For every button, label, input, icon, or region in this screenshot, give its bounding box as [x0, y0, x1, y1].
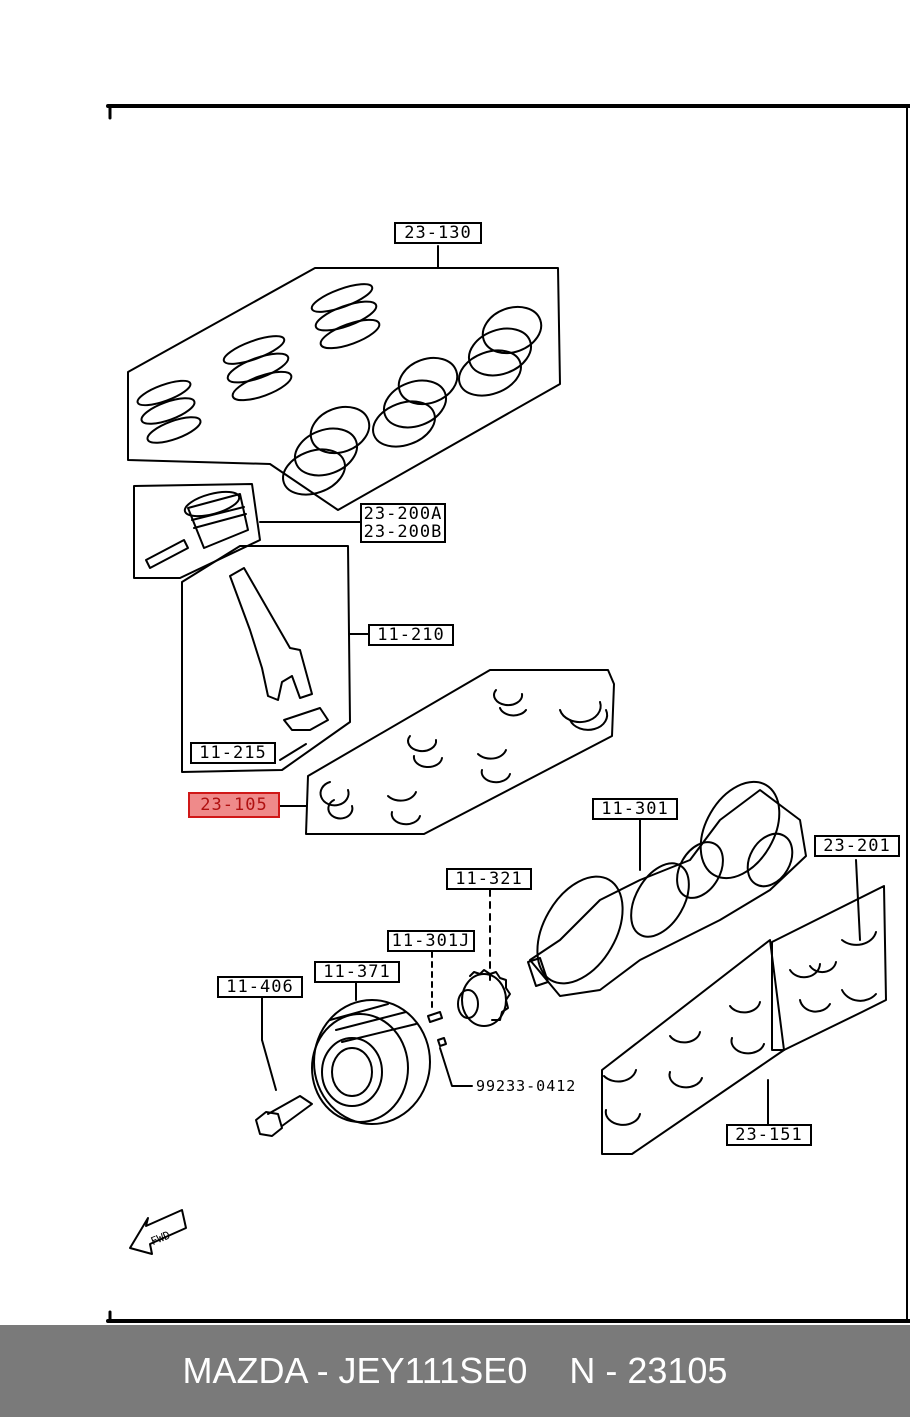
label-pulley-key[interactable]: 99233-0412	[476, 1077, 577, 1095]
piston-ring-set-icon	[127, 245, 561, 511]
label-piston-a[interactable]: 23-200A	[363, 504, 443, 524]
pulley-bolt-icon	[255, 997, 313, 1137]
label-pulley[interactable]: 11-371	[314, 961, 400, 983]
rod-bearing-icon	[279, 669, 615, 835]
label-main-bearing[interactable]: 23-151	[726, 1124, 812, 1146]
label-piston-b[interactable]: 23-200B	[363, 522, 443, 542]
label-piston-ring-set[interactable]: 23-130	[394, 222, 482, 244]
label-crank-gear[interactable]: 11-321	[446, 868, 532, 890]
thrust-bearing-icon	[771, 859, 887, 1051]
main-bearing-icon	[601, 939, 785, 1155]
label-piston-group[interactable]: 23-200A 23-200B	[360, 503, 446, 543]
footer-bar: MAZDA - JEY111SE0 N - 23105	[0, 1325, 910, 1417]
connecting-rod-icon	[181, 545, 369, 773]
label-thrust-bearing[interactable]: 23-201	[814, 835, 900, 857]
fwd-text: FWD	[149, 1229, 172, 1248]
crankshaft-icon	[527, 780, 807, 997]
label-rod-bolt[interactable]: 11-215	[190, 742, 276, 764]
label-crank-key[interactable]: 11-301J	[387, 930, 475, 952]
piston-icon	[133, 483, 361, 579]
label-pulley-bolt[interactable]: 11-406	[217, 976, 303, 998]
pulley-icon	[311, 981, 431, 1125]
label-rod-bearing-highlighted[interactable]: 23-105	[188, 792, 280, 818]
footer-brand-text: MAZDA - JEY111SE0	[182, 1350, 528, 1391]
footer-part-number: N - 23105	[569, 1350, 728, 1391]
label-connecting-rod[interactable]: 11-210	[368, 624, 454, 646]
parts-diagram: FWD 23-130 23-200A 23-200B 11-210 11-215…	[106, 104, 910, 1323]
fwd-arrow-icon	[129, 1209, 187, 1255]
label-crankshaft[interactable]: 11-301	[592, 798, 678, 820]
crank-gear-icon	[457, 889, 511, 1027]
crank-key-icon	[427, 951, 443, 1023]
pulley-key-icon	[437, 1037, 473, 1087]
parts-diagram-drawing: FWD	[106, 104, 910, 1323]
